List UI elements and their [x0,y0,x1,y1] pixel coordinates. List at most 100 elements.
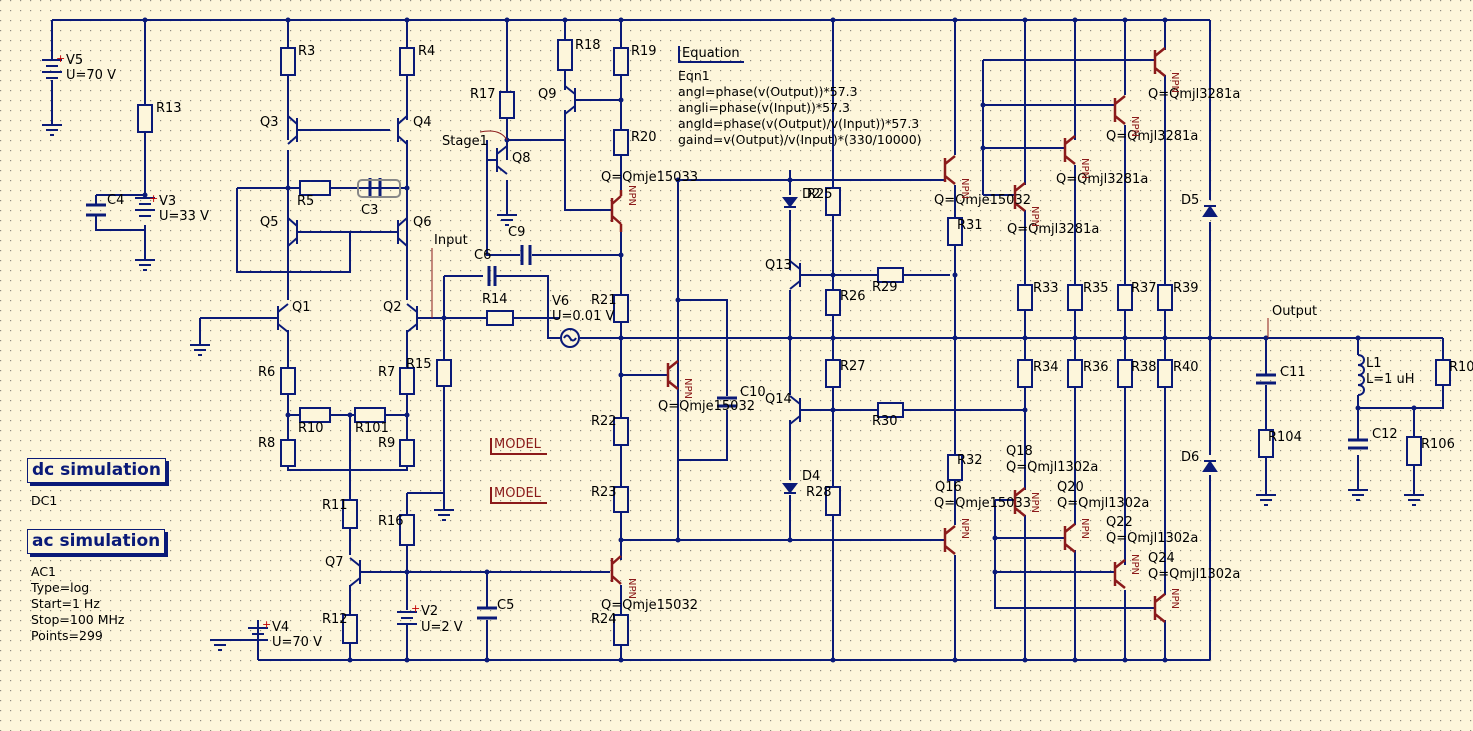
diode-d5[interactable] [1202,205,1218,217]
resistor-r10-load[interactable] [1435,359,1451,386]
transistor-q11[interactable] [666,360,679,390]
resistor-r20[interactable] [613,129,629,156]
stage1-flag[interactable] [479,130,508,141]
resistor-r18[interactable] [557,39,573,71]
resistor-r34[interactable] [1017,359,1033,388]
ground-r104[interactable] [1256,494,1276,506]
ground-v4[interactable] [210,639,230,651]
resistor-r28[interactable] [825,486,841,516]
diodes[interactable] [782,197,1218,494]
transistor-q3[interactable] [287,115,298,145]
voltage-sources[interactable] [42,59,580,641]
ground-r106[interactable] [1404,494,1424,506]
capacitor-c3-selection[interactable] [357,179,401,198]
resistor-r29[interactable] [877,267,904,283]
resistor-r5[interactable] [299,180,331,196]
transistor-q6[interactable] [397,217,408,247]
resistor-r40[interactable] [1157,359,1173,388]
transistor-q9[interactable] [564,85,576,115]
diode-d2[interactable] [782,197,798,208]
transistor-q1[interactable] [277,303,289,333]
ground-c12[interactable] [1348,489,1368,501]
resistor-r3[interactable] [280,47,296,76]
resistor-r16[interactable] [399,514,415,546]
ground-q8[interactable] [497,214,517,226]
resistor-r7[interactable] [399,367,415,395]
capacitor-c3[interactable] [368,178,382,198]
battery-v2[interactable] [397,611,417,625]
transistor-q19[interactable] [1063,135,1076,165]
resistor-r37[interactable] [1117,284,1133,311]
capacitor-c9[interactable] [520,245,532,265]
ac-source-v6[interactable] [560,328,580,348]
small-transistors[interactable] [277,85,801,587]
resistor-r11[interactable] [342,499,358,529]
transistor-q23[interactable] [1153,47,1166,77]
ground-v5[interactable] [42,124,62,136]
resistor-r8[interactable] [280,439,296,467]
transistor-q21[interactable] [1113,95,1126,125]
resistor-r17[interactable] [499,91,515,119]
transistor-q8[interactable] [496,145,508,175]
ac-simulation-block[interactable]: ac simulation [27,529,166,554]
transistor-q24[interactable] [1153,593,1166,623]
transistor-q15[interactable] [610,555,622,585]
transistor-q22[interactable] [1113,559,1126,589]
capacitor-c11[interactable] [1256,373,1276,385]
transistor-q10[interactable] [610,190,623,232]
ground-q1[interactable] [190,344,210,356]
resistor-r30[interactable] [877,402,904,418]
capacitor-c4[interactable] [86,203,106,217]
transistor-q5[interactable] [287,217,298,247]
transistor-q13[interactable] [789,260,801,290]
resistor-r39[interactable] [1157,284,1173,311]
model-block-1[interactable]: MODEL [490,438,547,455]
resistor-r13[interactable] [137,104,153,133]
ground-r15[interactable] [434,509,454,521]
resistor-r24[interactable] [613,614,629,646]
ground-v3[interactable] [135,259,155,271]
resistor-r38[interactable] [1117,359,1133,388]
capacitor-c12[interactable] [1348,438,1368,450]
resistor-r10[interactable] [299,407,331,423]
resistor-r32[interactable] [947,454,963,481]
resistor-r36[interactable] [1067,359,1083,388]
net-flags[interactable] [431,130,1269,338]
resistor-r101[interactable] [354,407,386,423]
inductor-l1[interactable] [1357,354,1365,396]
battery-v3[interactable] [135,197,155,217]
battery-v5[interactable] [42,59,62,79]
resistor-r9[interactable] [399,439,415,467]
diode-d4[interactable] [782,483,798,494]
transistor-q7[interactable] [349,557,361,587]
transistor-q16[interactable] [943,525,956,555]
resistor-r25[interactable] [825,187,841,216]
capacitor-c6[interactable] [487,266,497,286]
transistor-q20[interactable] [1063,523,1076,553]
resistor-r23[interactable] [613,486,629,513]
transistor-q4[interactable] [397,115,408,145]
resistor-r33[interactable] [1017,284,1033,311]
resistor-r21[interactable] [613,294,629,323]
dc-simulation-block[interactable]: dc simulation [27,458,166,483]
power-transistors[interactable] [610,47,1166,623]
capacitor-c5[interactable] [477,606,497,620]
transistor-q17[interactable] [1013,182,1026,212]
resistor-r31[interactable] [947,217,963,246]
transistor-q14[interactable] [789,395,801,425]
components[interactable] [137,39,1451,646]
model-block-2[interactable]: MODEL [490,487,547,504]
resistor-r12[interactable] [342,614,358,644]
battery-v4[interactable] [248,627,268,641]
resistor-r26[interactable] [825,289,841,316]
transistor-q12[interactable] [943,155,956,185]
transistor-q18[interactable] [1013,487,1026,517]
capacitors[interactable] [86,178,1368,620]
junction-dots[interactable] [142,17,1417,663]
resistor-r15[interactable] [436,359,452,387]
resistor-r104[interactable] [1258,429,1274,458]
resistor-r35[interactable] [1067,284,1083,311]
resistor-r14[interactable] [486,310,514,326]
